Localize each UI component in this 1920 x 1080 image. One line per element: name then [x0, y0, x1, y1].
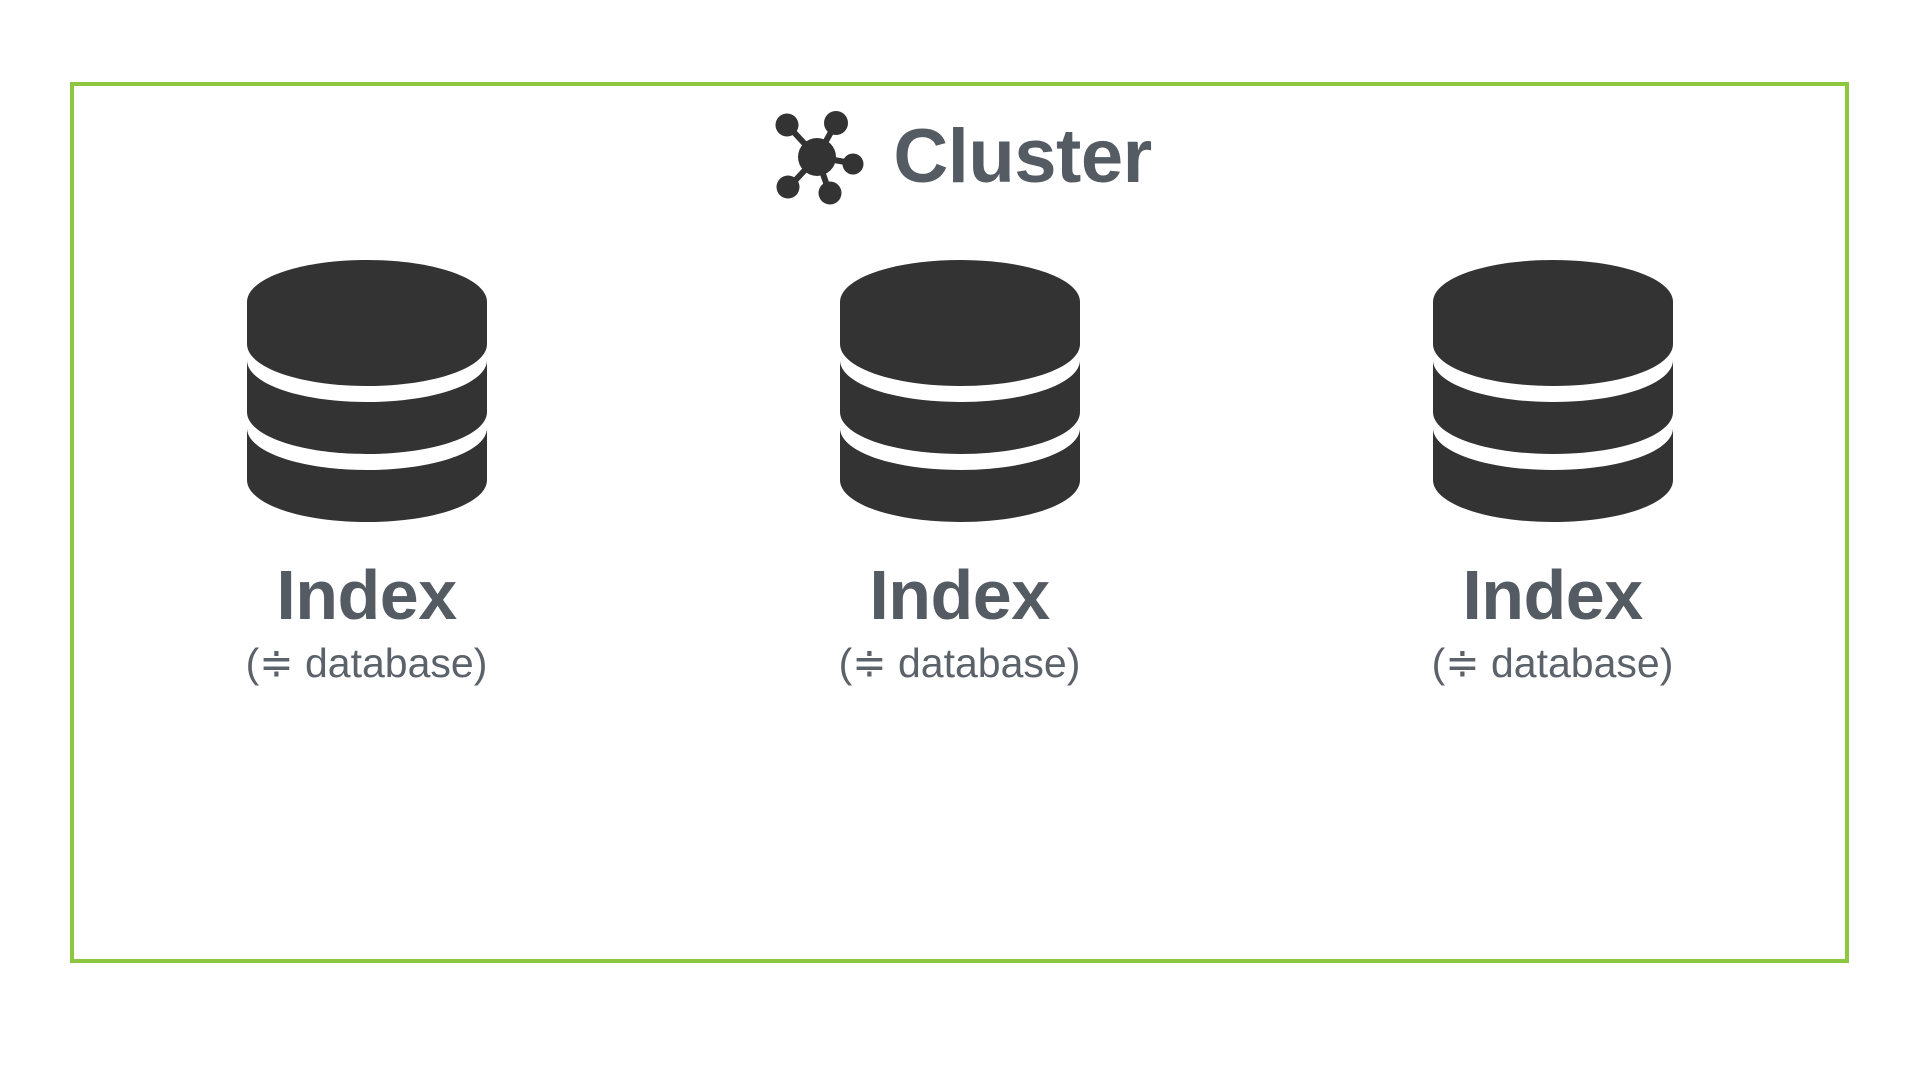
page-title: Cluster: [893, 114, 1152, 199]
index-node-label: Index: [276, 556, 457, 634]
index-node: Index (≑ database): [1403, 256, 1703, 685]
cluster-header: Cluster: [74, 92, 1845, 222]
index-nodes-row: Index (≑ database) Index (≑ database): [74, 256, 1845, 685]
index-node-sublabel: (≑ database): [838, 640, 1081, 686]
index-node-sublabel: (≑ database): [1431, 640, 1674, 686]
index-node-label: Index: [869, 556, 1050, 634]
index-node-sublabel: (≑ database): [245, 640, 488, 686]
database-cylinder-icon: [839, 260, 1080, 522]
index-node-label: Index: [1462, 556, 1643, 634]
network-cluster-icon: [775, 111, 864, 205]
cluster-boundary-frame: Cluster Index (≑ database): [70, 82, 1849, 963]
index-node: Index (≑ database): [217, 256, 517, 685]
index-node: Index (≑ database): [810, 256, 1110, 685]
database-cylinder-icon: [1432, 260, 1673, 522]
database-cylinder-icon: [246, 260, 487, 522]
